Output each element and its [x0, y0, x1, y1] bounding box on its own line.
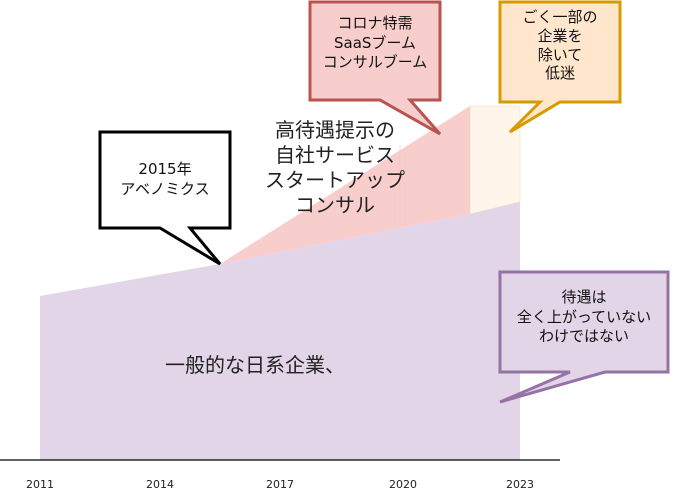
x-tick-2014: 2014: [146, 478, 174, 491]
startup-area-label: 高待遇提示の 自社サービス スタートアップ コンサル: [255, 118, 415, 218]
startup-label-line-3: スタートアップ: [265, 168, 405, 192]
startup-label-line-1: 高待遇提示の: [275, 118, 395, 142]
slump-line-4: 低迷: [544, 64, 575, 83]
slump-callout-box: [498, 0, 622, 134]
x-tick-2023: 2023: [506, 478, 534, 491]
abenomics-callout-text: 2015年 アベノミクス: [100, 160, 230, 199]
base-area-label: 一般的な日系企業、: [165, 353, 345, 377]
corona-line-1: コロナ特需: [337, 14, 413, 32]
slump-line-1: ごく一部の: [522, 8, 598, 26]
abenomics-line-2: アベノミクス: [120, 179, 210, 198]
startup-label-line-4: コンサル: [295, 193, 375, 217]
slump-line-2: 企業を: [537, 26, 583, 45]
base-area: [40, 202, 520, 460]
corona-line-3: コンサルブーム: [322, 53, 428, 71]
x-tick-2017: 2017: [266, 478, 294, 491]
treatment-line-2: 全く上がっていない: [516, 307, 652, 326]
abenomics-callout-box: [98, 130, 232, 266]
treatment-line-3: わけではない: [538, 327, 629, 345]
corona-callout-text: コロナ特需 SaaSブーム コンサルブーム: [310, 14, 440, 73]
slump-callout-text: ごく一部の 企業を 除いて 低迷: [500, 8, 620, 83]
treatment-callout-text: 待遇は 全く上がっていない わけではない: [500, 288, 668, 347]
startup-label-line-2: 自社サービス: [275, 143, 395, 167]
corona-line-2: SaaSブーム: [334, 33, 416, 52]
treatment-line-1: 待遇は: [561, 288, 607, 306]
abenomics-line-1: 2015年: [138, 160, 192, 178]
x-tick-2011: 2011: [26, 478, 54, 491]
top-highlight-area: [469, 105, 521, 215]
slump-line-3: 除いて: [537, 45, 583, 64]
x-tick-2020: 2020: [389, 478, 417, 491]
corona-callout-box: [308, 0, 442, 136]
treatment-callout-box: [498, 270, 670, 404]
startup-area: [220, 106, 470, 264]
